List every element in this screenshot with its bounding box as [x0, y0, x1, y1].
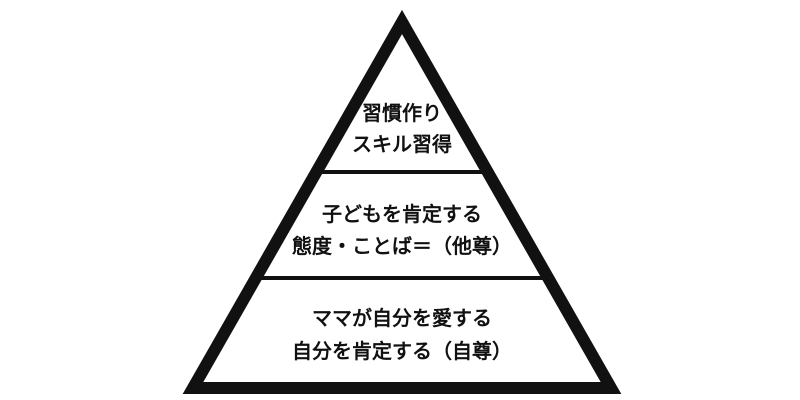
tier-top-line-1: 習慣作り — [362, 101, 442, 125]
tier-middle-line-1: 子どもを肯定する — [322, 202, 482, 226]
tier-middle: 子どもを肯定する 態度・ことば＝（他尊） — [292, 202, 512, 258]
tier-top: 習慣作り スキル習得 — [352, 101, 452, 156]
tier-bottom-line-2: 自分を肯定する（自尊） — [292, 339, 512, 363]
tier-middle-line-2: 態度・ことば＝（他尊） — [292, 234, 512, 258]
tier-top-line-2: スキル習得 — [352, 132, 452, 156]
pyramid-outline — [182, 9, 622, 394]
tier-bottom-line-1: ママが自分を愛する — [312, 306, 492, 330]
tier-bottom: ママが自分を愛する 自分を肯定する（自尊） — [292, 306, 512, 363]
